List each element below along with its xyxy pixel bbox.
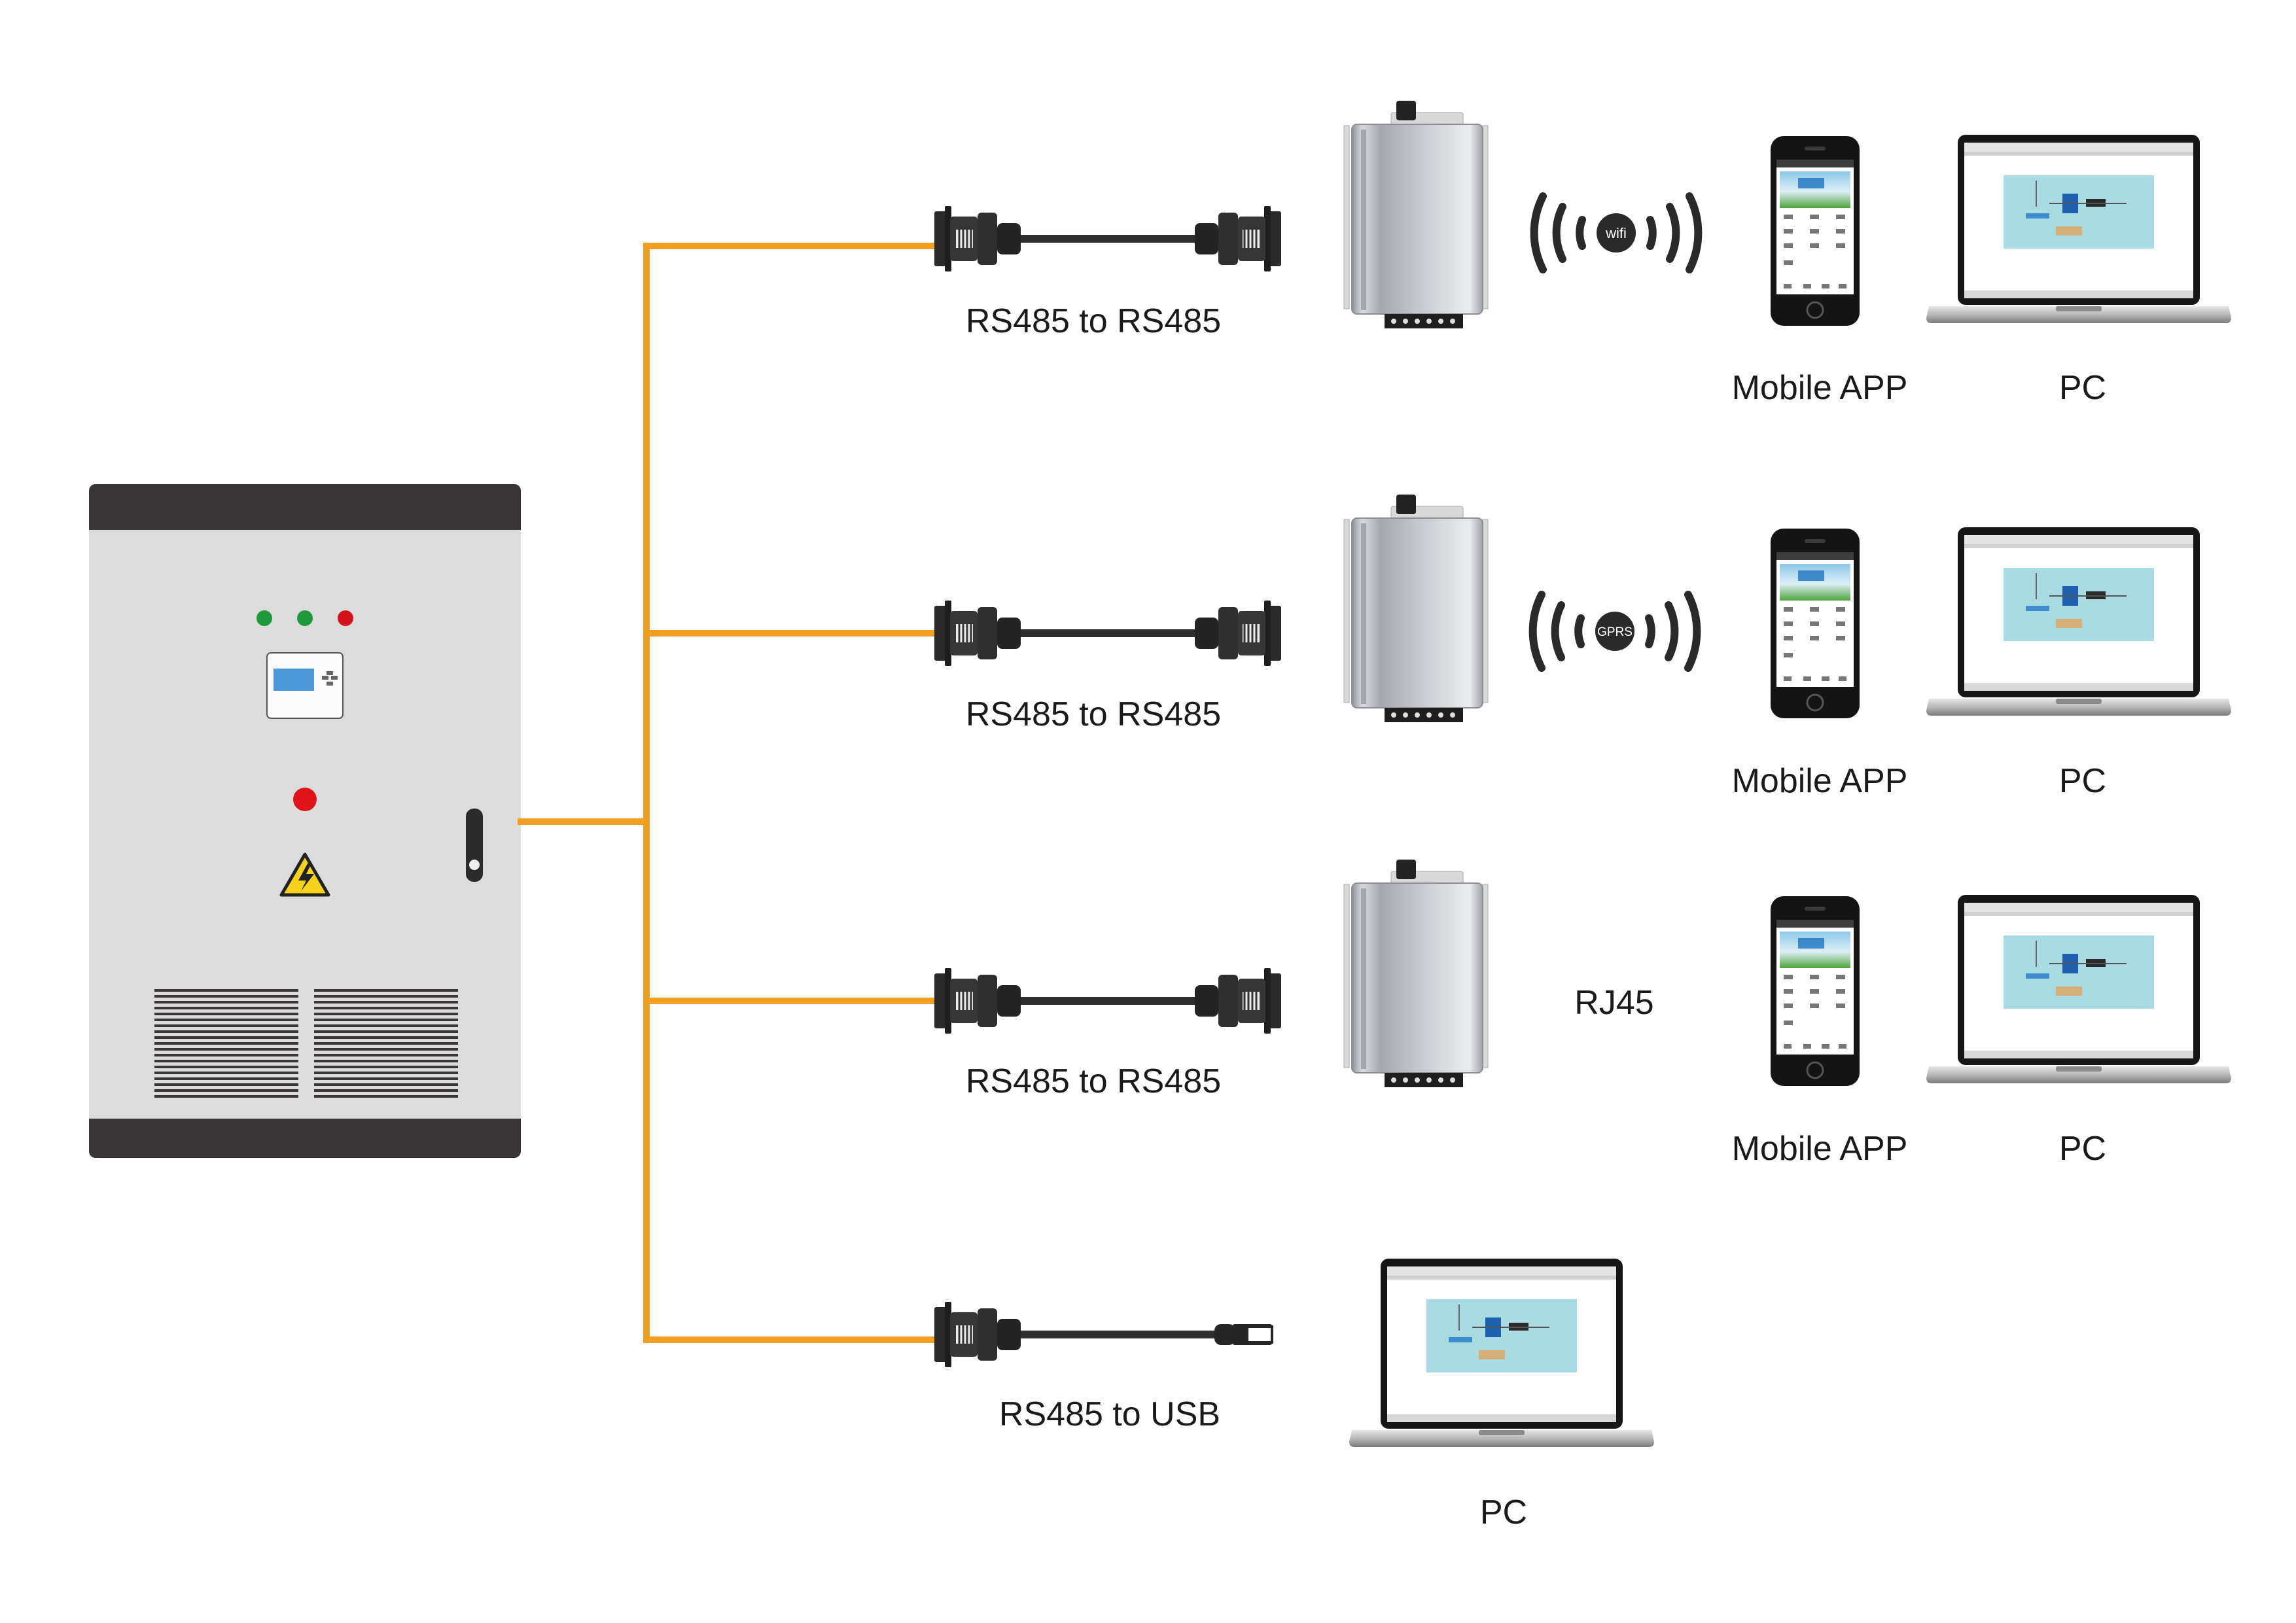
status-led-green bbox=[256, 610, 272, 626]
pc-label: PC bbox=[1479, 1493, 1528, 1531]
vent-slat bbox=[154, 1019, 298, 1021]
wireless-signal-icon: wifi bbox=[1530, 192, 1703, 273]
vent-slat bbox=[314, 1024, 458, 1027]
vent-slat bbox=[154, 1054, 298, 1056]
laptop-icon bbox=[1349, 1258, 1655, 1448]
vent-slat bbox=[314, 1030, 458, 1033]
door-handle bbox=[466, 809, 483, 882]
vent-slat bbox=[314, 1066, 458, 1068]
display-panel bbox=[266, 652, 344, 719]
vent-slat bbox=[314, 1042, 458, 1045]
cable-label: RS485 to USB bbox=[998, 1395, 1221, 1433]
wifi-text: wifi bbox=[1605, 225, 1627, 241]
ventilation-grille bbox=[154, 989, 458, 1098]
vent-slat bbox=[314, 1060, 458, 1062]
rj45-label: RJ45 bbox=[1574, 984, 1654, 1022]
laptop-icon bbox=[1926, 894, 2232, 1084]
rs485-cable-1 bbox=[933, 205, 1282, 273]
cable-label: RS485 to RS485 bbox=[965, 302, 1222, 340]
vent-slat bbox=[154, 1036, 298, 1039]
wireless-signal-icon: GPRS bbox=[1528, 591, 1701, 672]
status-led-red bbox=[338, 610, 353, 626]
mobile-app-label: Mobile APP bbox=[1731, 369, 1908, 407]
emergency-stop-button bbox=[293, 788, 317, 811]
rs485-cable-2 bbox=[933, 599, 1282, 667]
communication-module-icon bbox=[1343, 100, 1489, 329]
usb-cable bbox=[933, 1300, 1273, 1369]
vent-slat bbox=[314, 1054, 458, 1056]
mobile-app-label: Mobile APP bbox=[1731, 762, 1908, 800]
vent-slat bbox=[314, 1013, 458, 1015]
usb-plug-icon bbox=[1214, 1324, 1273, 1345]
vent-slat bbox=[154, 1007, 298, 1009]
mobile-app-label: Mobile APP bbox=[1731, 1130, 1908, 1168]
vent-slat bbox=[314, 1036, 458, 1039]
vent-slat bbox=[154, 1048, 298, 1051]
pc-label: PC bbox=[2058, 369, 2107, 407]
smartphone-icon bbox=[1769, 527, 1861, 720]
gprs-text: GPRS bbox=[1597, 625, 1633, 639]
vent-slat bbox=[154, 1024, 298, 1027]
control-cabinet-icon bbox=[89, 484, 521, 1158]
vent-slat bbox=[314, 1072, 458, 1074]
vent-slat bbox=[154, 1042, 298, 1045]
vent-slat bbox=[154, 1013, 298, 1015]
trunk-lines bbox=[518, 243, 935, 1343]
vent-slat bbox=[314, 1001, 458, 1003]
cable-label: RS485 to RS485 bbox=[965, 1062, 1222, 1100]
vent-slat bbox=[314, 1083, 458, 1086]
communication-module-icon bbox=[1343, 494, 1489, 723]
vent-slat bbox=[314, 1095, 458, 1098]
vent-slat bbox=[154, 1072, 298, 1074]
vent-slat bbox=[154, 1083, 298, 1086]
status-led-green bbox=[297, 610, 313, 626]
vent-slat bbox=[314, 1048, 458, 1051]
smartphone-icon bbox=[1769, 135, 1861, 327]
pc-label: PC bbox=[2058, 762, 2107, 800]
vent-slat bbox=[314, 1077, 458, 1080]
laptop-icon bbox=[1926, 527, 2232, 716]
cable-label: RS485 to RS485 bbox=[965, 695, 1222, 733]
vent-slat bbox=[314, 995, 458, 998]
vent-slat bbox=[154, 1077, 298, 1080]
vent-slat bbox=[314, 1007, 458, 1009]
vent-slat bbox=[154, 1089, 298, 1092]
vent-slat bbox=[314, 1089, 458, 1092]
vent-slat bbox=[154, 1060, 298, 1062]
vent-slat bbox=[154, 1030, 298, 1033]
laptop-icon bbox=[1926, 134, 2232, 324]
vent-slat bbox=[314, 1019, 458, 1021]
vent-slat bbox=[154, 989, 298, 992]
rs485-cable-3 bbox=[933, 967, 1282, 1035]
communication-module-icon bbox=[1343, 859, 1489, 1088]
high-voltage-warning-icon bbox=[279, 852, 330, 897]
vent-slat bbox=[154, 1095, 298, 1098]
vent-slat bbox=[314, 989, 458, 992]
vent-slat bbox=[154, 1066, 298, 1068]
vent-slat bbox=[154, 995, 298, 998]
smartphone-icon bbox=[1769, 895, 1861, 1087]
vent-slat bbox=[154, 1001, 298, 1003]
pc-label: PC bbox=[2058, 1130, 2107, 1168]
